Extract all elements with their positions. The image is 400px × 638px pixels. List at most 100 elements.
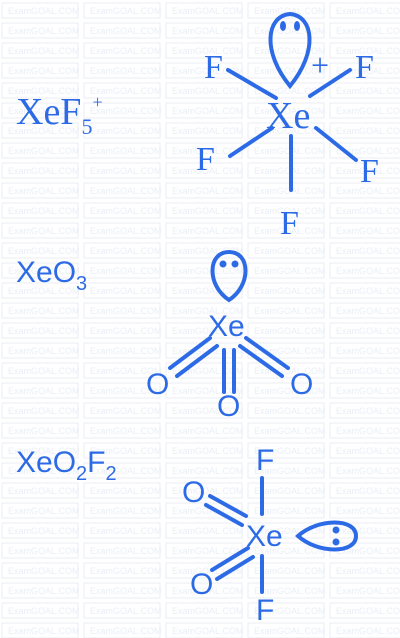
watermark-tile bbox=[1, 442, 79, 459]
watermark-text: ExamGOAL.COM bbox=[336, 486, 400, 496]
watermark-tile bbox=[165, 602, 243, 619]
watermark-tile bbox=[329, 502, 400, 519]
watermark-tile bbox=[1, 222, 79, 239]
xef5-bond bbox=[308, 68, 352, 98]
watermark-tile bbox=[83, 2, 161, 19]
xeo2f2-lone-pair-electron bbox=[332, 538, 340, 546]
watermark-tile bbox=[247, 502, 325, 519]
watermark-text: ExamGOAL.COM bbox=[8, 306, 80, 316]
watermark-tile bbox=[329, 42, 400, 59]
watermark-text: ExamGOAL.COM bbox=[90, 286, 162, 296]
watermark-text: ExamGOAL.COM bbox=[90, 166, 162, 176]
watermark-text: ExamGOAL.COM bbox=[8, 146, 80, 156]
watermark-text: ExamGOAL.COM bbox=[8, 566, 80, 576]
watermark-text: ExamGOAL.COM bbox=[336, 246, 400, 256]
xeo2f2-center-atom: Xe bbox=[246, 520, 283, 553]
watermark-text: ExamGOAL.COM bbox=[172, 146, 244, 156]
watermark-text: ExamGOAL.COM bbox=[90, 186, 162, 196]
watermark-text: ExamGOAL.COM bbox=[90, 146, 162, 156]
xef5-atom-f: F bbox=[196, 141, 215, 178]
watermark-text: ExamGOAL.COM bbox=[8, 66, 80, 76]
watermark-tile bbox=[1, 382, 79, 399]
watermark-tile bbox=[1, 282, 79, 299]
watermark-tile bbox=[247, 522, 325, 539]
xeo3-double-bond bbox=[168, 336, 212, 370]
watermark-text: ExamGOAL.COM bbox=[172, 6, 244, 16]
watermark-tile bbox=[1, 302, 79, 319]
watermark-tile bbox=[1, 522, 79, 539]
watermark-text: ExamGOAL.COM bbox=[254, 226, 326, 236]
watermark-text: ExamGOAL.COM bbox=[90, 326, 162, 336]
xeo3-lone-pair-lobe bbox=[210, 249, 248, 303]
xeo3-atom-o: O bbox=[290, 368, 313, 401]
watermark-text: ExamGOAL.COM bbox=[8, 26, 80, 36]
watermark-tile bbox=[329, 342, 400, 359]
watermark-tile bbox=[329, 302, 400, 319]
watermark-text: ExamGOAL.COM bbox=[8, 426, 80, 436]
watermark-text: ExamGOAL.COM bbox=[172, 366, 244, 376]
xeo2f2-formula: XeO2F2 bbox=[16, 446, 117, 485]
watermark-tile bbox=[329, 262, 400, 279]
xef5-lone-pair-lobe bbox=[268, 11, 312, 90]
watermark-tile bbox=[165, 362, 243, 379]
watermark-text: ExamGOAL.COM bbox=[254, 6, 326, 16]
watermark-tile bbox=[1, 102, 79, 119]
watermark-text: ExamGOAL.COM bbox=[336, 166, 400, 176]
watermark-text: ExamGOAL.COM bbox=[90, 486, 162, 496]
watermark-tile bbox=[165, 102, 243, 119]
watermark-text: ExamGOAL.COM bbox=[254, 486, 326, 496]
watermark-tile bbox=[165, 202, 243, 219]
xef5-bond bbox=[226, 68, 278, 100]
watermark-text: ExamGOAL.COM bbox=[336, 106, 400, 116]
watermark-text: ExamGOAL.COM bbox=[254, 566, 326, 576]
watermark-text: ExamGOAL.COM bbox=[90, 86, 162, 96]
watermark-text: ExamGOAL.COM bbox=[8, 346, 80, 356]
watermark-text: ExamGOAL.COM bbox=[336, 566, 400, 576]
watermark-tile bbox=[83, 22, 161, 39]
watermark-tile bbox=[247, 582, 325, 599]
xeo3-structure: XeO3 Xe O O O bbox=[16, 249, 313, 423]
watermark-text: ExamGOAL.COM bbox=[90, 246, 162, 256]
watermark-text: ExamGOAL.COM bbox=[8, 606, 80, 616]
xef5-atom-f: F bbox=[360, 153, 379, 190]
watermark-text: ExamGOAL.COM bbox=[254, 366, 326, 376]
watermark-text: ExamGOAL.COM bbox=[90, 526, 162, 536]
watermark-tile bbox=[83, 502, 161, 519]
watermark-text: ExamGOAL.COM bbox=[90, 6, 162, 16]
watermark-text: ExamGOAL.COM bbox=[172, 546, 244, 556]
xef5-formula: XeF5+ bbox=[16, 91, 103, 139]
watermark-text: ExamGOAL.COM bbox=[336, 426, 400, 436]
watermark-text: ExamGOAL.COM bbox=[172, 626, 244, 636]
watermark-text: ExamGOAL.COM bbox=[90, 426, 162, 436]
watermark-text: ExamGOAL.COM bbox=[90, 466, 162, 476]
watermark-tile bbox=[329, 482, 400, 499]
watermark-text: ExamGOAL.COM bbox=[336, 226, 400, 236]
watermark-text: ExamGOAL.COM bbox=[254, 106, 326, 116]
watermark-text: ExamGOAL.COM bbox=[172, 206, 244, 216]
watermark-tile bbox=[1, 242, 79, 259]
watermark-text: ExamGOAL.COM bbox=[336, 26, 400, 36]
watermark-text: ExamGOAL.COM bbox=[90, 586, 162, 596]
xeo2f2-atom-o: O bbox=[182, 476, 205, 509]
watermark-text: ExamGOAL.COM bbox=[254, 446, 326, 456]
watermark-text: ExamGOAL.COM bbox=[254, 386, 326, 396]
watermark-tile bbox=[1, 62, 79, 79]
watermark-tile bbox=[1, 22, 79, 39]
watermark-text: ExamGOAL.COM bbox=[90, 546, 162, 556]
watermark-tile bbox=[165, 502, 243, 519]
watermark-text: ExamGOAL.COM bbox=[8, 6, 80, 16]
watermark-tile bbox=[247, 362, 325, 379]
watermark-tile bbox=[165, 222, 243, 239]
watermark-text: ExamGOAL.COM bbox=[336, 366, 400, 376]
watermark-tile bbox=[165, 162, 243, 179]
watermark-tile bbox=[1, 622, 79, 638]
watermark-tile bbox=[1, 262, 79, 279]
watermark-text: ExamGOAL.COM bbox=[254, 546, 326, 556]
watermark-tile bbox=[83, 462, 161, 479]
watermark-tile bbox=[329, 582, 400, 599]
watermark-text: ExamGOAL.COM bbox=[172, 266, 244, 276]
watermark-text: ExamGOAL.COM bbox=[90, 306, 162, 316]
watermark-text: ExamGOAL.COM bbox=[172, 506, 244, 516]
watermark-text: ExamGOAL.COM bbox=[336, 66, 400, 76]
